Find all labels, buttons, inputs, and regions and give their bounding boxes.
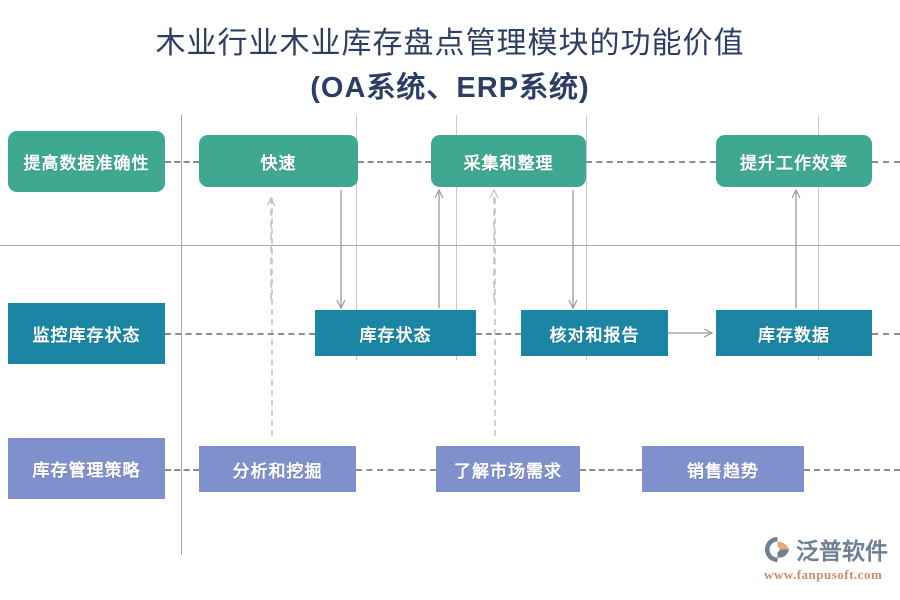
node-inventory-data[interactable]: 库存数据 [716,310,872,356]
node-verify-and-report[interactable]: 核对和报告 [521,310,668,356]
lane-label-text: 提高数据准确性 [23,154,150,173]
logo-row: 泛普软件 [762,532,892,566]
dash-r3-c [580,469,642,471]
lane-divider-vertical-main [181,115,182,555]
node-label: 核对和报告 [549,325,640,345]
dash-r1-a [165,161,199,163]
node-sales-trend[interactable]: 销售趋势 [642,446,804,492]
dash-r1-c [586,161,716,163]
page-title: 木业行业木业库存盘点管理模块的功能价值 (OA系统、ERP系统) [0,22,900,110]
lane-label-text: 监控库存状态 [32,326,141,345]
lane-divider-vertical-3 [456,115,457,360]
logo-url-text: www.fanpusoft.com [764,567,883,582]
dash-r1-b [358,161,431,163]
lane-label-row-monitor[interactable]: 监控库存状态 [8,303,165,364]
node-label: 分析和挖掘 [232,461,323,481]
node-fast[interactable]: 快速 [199,135,358,187]
guide-dashed-market [494,198,496,436]
dash-r1-d [872,161,900,163]
title-line-1: 木业行业木业库存盘点管理模块的功能价值 [155,27,745,60]
lane-label-text: 库存管理策略 [32,461,141,480]
node-analyze-and-mine[interactable]: 分析和挖掘 [199,446,356,492]
dash-r3-a [165,469,199,471]
guide-dashed-analysis [271,198,273,436]
lane-divider-vertical-5 [818,115,819,360]
dash-r2-a [165,333,315,335]
brand-logo: 泛普软件 www.fanpusoft.com [762,532,892,590]
dash-r2-c [872,333,900,335]
node-label: 采集和整理 [463,153,554,173]
lane-divider-horizontal [0,245,900,246]
lane-label-row-accuracy[interactable]: 提高数据准确性 [8,131,165,192]
node-label: 快速 [260,153,297,173]
node-label: 了解市场需求 [454,461,562,481]
node-label: 库存状态 [359,325,432,345]
logo-brand-text: 泛普软件 [796,539,888,564]
lane-label-row-strategy[interactable]: 库存管理策略 [8,438,165,499]
fanpu-logo-icon [762,534,792,564]
title-line-2: (OA系统、ERP系统) [310,72,590,104]
node-improve-efficiency[interactable]: 提升工作效率 [716,135,872,187]
node-label: 提升工作效率 [740,153,848,173]
node-collect-and-organize[interactable]: 采集和整理 [431,135,586,187]
dash-r3-b [356,469,436,471]
lane-divider-vertical-4 [586,115,587,360]
dash-r2-b [476,333,521,335]
dash-r3-d [804,469,900,471]
node-label: 库存数据 [758,325,830,345]
node-inventory-status[interactable]: 库存状态 [315,310,476,356]
node-label: 销售趋势 [687,461,759,481]
lane-divider-vertical-2 [356,115,357,360]
node-understand-market-demand[interactable]: 了解市场需求 [436,446,580,492]
